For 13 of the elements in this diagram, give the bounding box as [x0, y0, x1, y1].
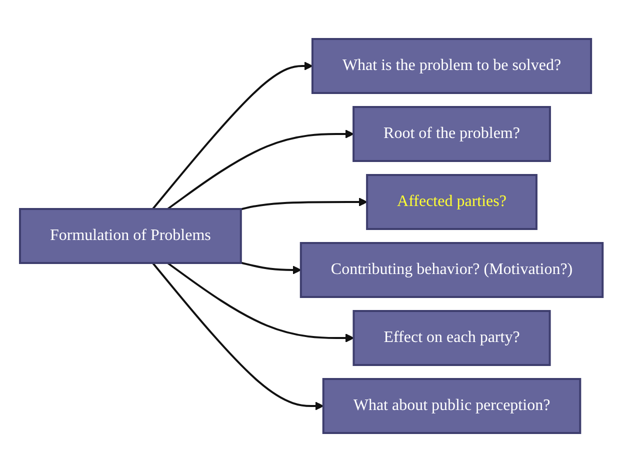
- node-box: What about public perception?: [322, 378, 582, 434]
- arrow: [240, 197, 368, 210]
- arrow: [167, 262, 354, 342]
- node-box: Effect on each party?: [352, 310, 551, 366]
- node-box: Root of the problem?: [352, 106, 552, 162]
- node-box: What is the problem to be solved?: [312, 38, 592, 94]
- node-box: Affected parties?: [366, 174, 538, 230]
- arrow: [167, 129, 354, 210]
- node-box: Contributing behavior? (Motivation?): [300, 242, 604, 298]
- node-box: Formulation of Problems: [19, 208, 242, 264]
- arrow: [152, 61, 314, 210]
- arrow: [152, 262, 324, 410]
- arrow: [240, 261, 302, 274]
